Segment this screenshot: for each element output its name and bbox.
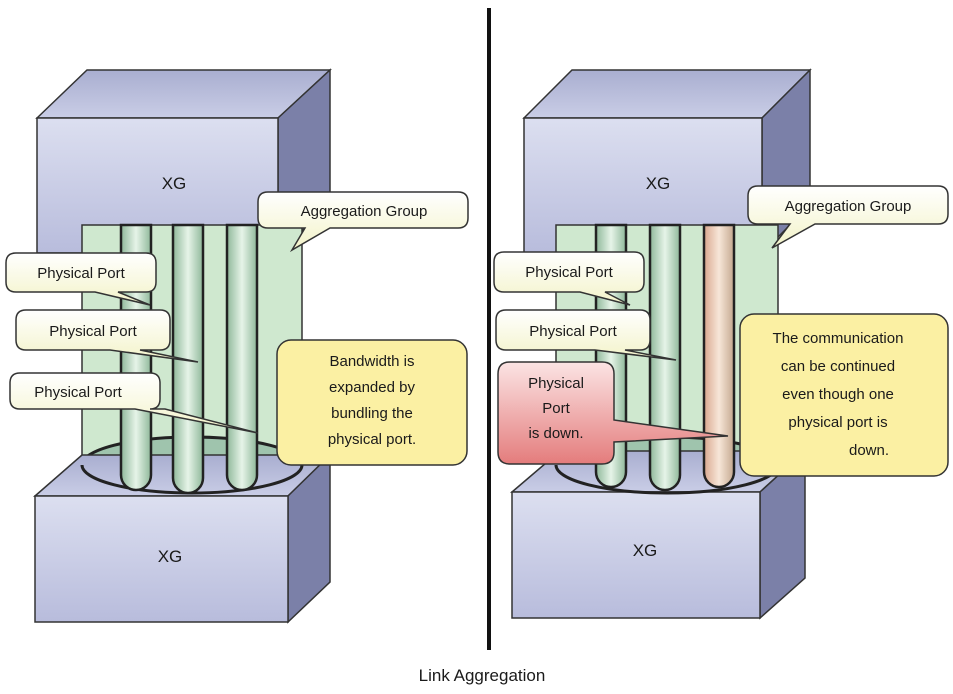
left-port-callout-3: Physical Port [9,372,259,434]
left-port-callout-1-text: Physical Port [37,265,125,282]
right-port-down-line-1: Physical [528,375,584,392]
right-port-down-line-2: Port [542,400,570,417]
right-top-device-label: XG [646,174,671,193]
left-bottom-device [32,453,332,624]
right-port-callout-1: Physical Port [493,251,645,306]
left-port-callout-3-text: Physical Port [34,384,122,401]
right-port-callout-1-text: Physical Port [525,264,613,281]
right-port-callout-2-text: Physical Port [529,323,617,340]
right-port-down-line-3: is down. [528,425,583,442]
right-note-line-5: down. [849,442,889,459]
right-note: The communication can be continued even … [739,313,949,477]
left-note-line-1: Bandwidth is [329,353,414,370]
left-group-callout: Aggregation Group [257,191,469,253]
left-port-2 [171,223,205,495]
left-port-callout-2-text: Physical Port [49,323,137,340]
right-note-line-2: can be continued [781,358,895,375]
right-bottom-device-label: XG [633,541,658,560]
left-note-line-2: expanded by [329,379,415,396]
left-note-line-4: physical port. [328,431,416,448]
left-port-callout-1: Physical Port [5,252,157,306]
right-group-callout: Aggregation Group [747,185,949,249]
right-port-callout-2: Physical Port [495,309,677,361]
right-note-line-3: even though one [782,386,894,403]
left-port-callout-2: Physical Port [15,309,199,363]
diagram-caption: Link Aggregation [419,666,546,685]
left-note: Bandwidth is expanded by bundling the ph… [276,339,468,466]
right-port-3-down [702,223,736,489]
right-group-callout-text: Aggregation Group [785,198,912,215]
left-group-callout-text: Aggregation Group [301,203,428,220]
left-note-line-3: bundling the [331,405,413,422]
left-bottom-device-label: XG [158,547,183,566]
right-panel: XG XG Aggregation Group Physical Port Ph… [493,68,949,620]
right-note-line-1: The communication [773,330,904,347]
right-port-down-callout: Physical Port is down. [497,361,729,465]
left-top-device-label: XG [162,174,187,193]
left-port-3 [225,223,259,492]
left-panel: XG XG Aggregation Group Physical Port Ph… [5,68,469,624]
right-note-line-4: physical port is [788,414,887,431]
